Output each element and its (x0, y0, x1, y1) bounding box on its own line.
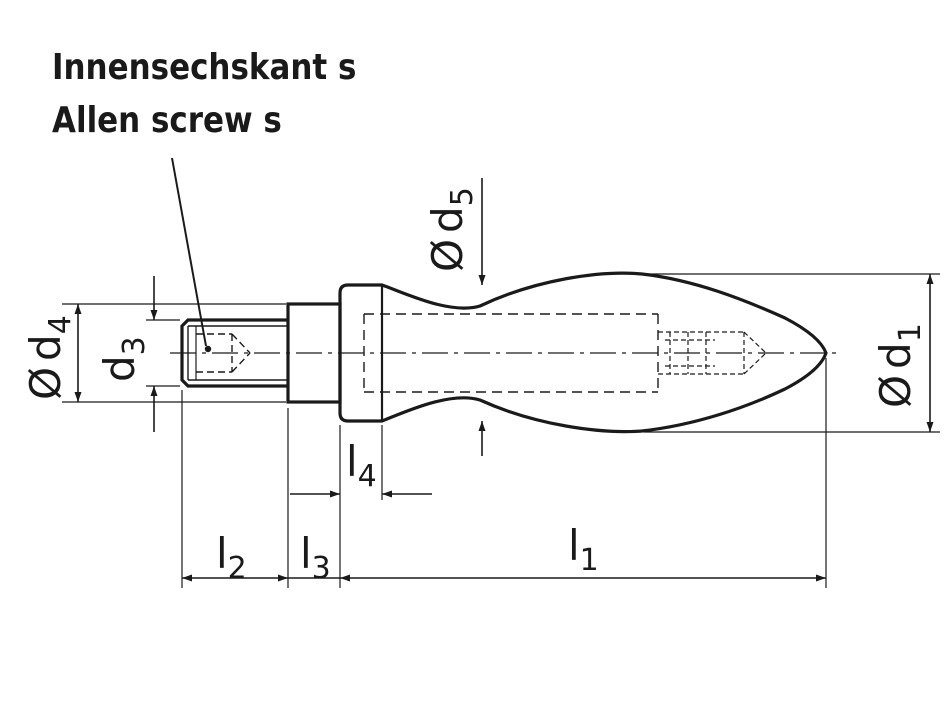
label-d4: Ød4 (21, 315, 78, 400)
extension-lines (62, 273, 940, 588)
handle-insert-hidden (658, 331, 767, 375)
threaded-stud (180, 318, 288, 388)
label-l3: l3 (300, 529, 331, 586)
label-d5: Ød5 (423, 187, 480, 272)
dimension-lines (74, 178, 934, 582)
callout-label-de: Innensechskant s (52, 47, 357, 88)
label-l1: l1 (568, 521, 599, 578)
leader-dot (204, 345, 212, 353)
label-l2: l2 (216, 529, 247, 586)
handle-bore-hidden (363, 313, 659, 393)
handle-body (338, 271, 828, 434)
label-l4: l4 (346, 437, 377, 494)
label-d3: d3 (95, 336, 152, 382)
label-d1: Ød1 (871, 323, 928, 408)
callout-label-en: Allen screw s (52, 100, 282, 141)
callout-leader-line (171, 157, 207, 347)
hex-socket-hidden (196, 333, 251, 373)
